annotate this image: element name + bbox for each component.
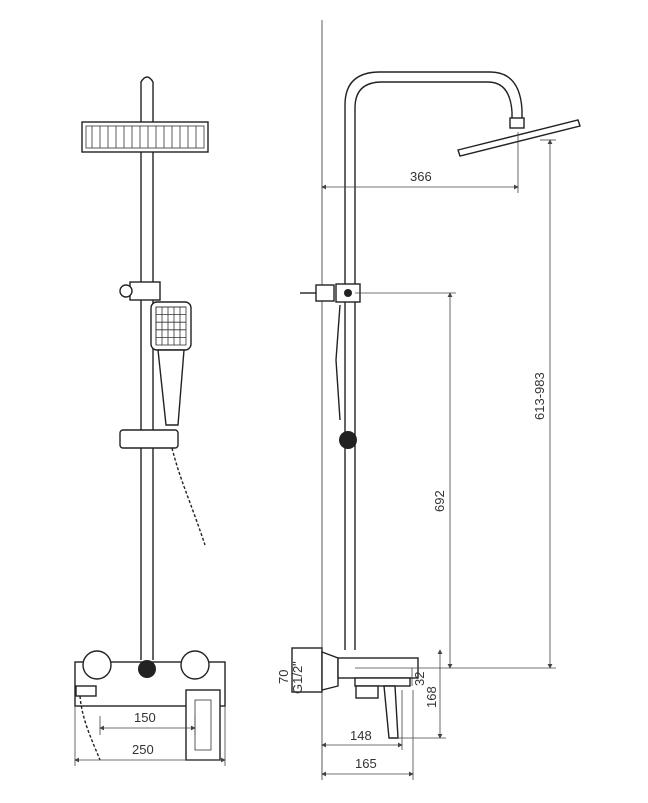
mixer-valve-side xyxy=(291,647,419,739)
hose-side xyxy=(335,304,341,421)
riser-arm xyxy=(344,71,523,650)
dim-label-70: 70 xyxy=(276,670,291,684)
dim-label-150: 150 xyxy=(134,710,156,725)
dimension-613-983: 613-983 xyxy=(355,139,556,669)
dimension-366: 366 xyxy=(321,132,519,193)
dim-label-32: 32 xyxy=(412,672,427,686)
dim-label-366: 366 xyxy=(410,169,432,184)
diverter-knob xyxy=(300,283,361,303)
dim-label-250: 250 xyxy=(132,742,154,757)
dim-label-165: 165 xyxy=(355,756,377,771)
overhead-shower-head-side xyxy=(457,117,581,157)
shower-hose xyxy=(171,447,206,546)
inlet-thread-label: G1/2" xyxy=(290,661,305,694)
dimension-inlet: 70 G1/2" xyxy=(276,661,305,694)
dimension-250: 250 xyxy=(74,706,226,766)
dimension-692: 692 xyxy=(355,292,456,669)
dim-label-692: 692 xyxy=(432,490,447,512)
front-view: 150 250 xyxy=(74,76,226,766)
dim-label-168: 168 xyxy=(424,686,439,708)
side-view: 366 613-983 692 70 G1/2" 32 168 xyxy=(276,20,581,780)
dimension-168: 168 xyxy=(398,649,446,739)
dim-label-148: 148 xyxy=(350,728,372,743)
hand-shower-holder xyxy=(119,429,179,449)
dimension-32: 32 xyxy=(411,668,427,686)
dimension-148: 148 xyxy=(321,690,403,750)
overhead-shower-head xyxy=(81,121,209,153)
holder-ball xyxy=(339,431,357,449)
dim-label-613-983: 613-983 xyxy=(532,372,547,420)
slider-bracket xyxy=(119,281,161,301)
riser-rail xyxy=(140,76,154,660)
dimension-165: 165 xyxy=(321,690,414,780)
dimension-150: 150 xyxy=(99,710,196,735)
mixer-valve-front xyxy=(74,650,226,761)
hand-shower xyxy=(150,301,192,426)
